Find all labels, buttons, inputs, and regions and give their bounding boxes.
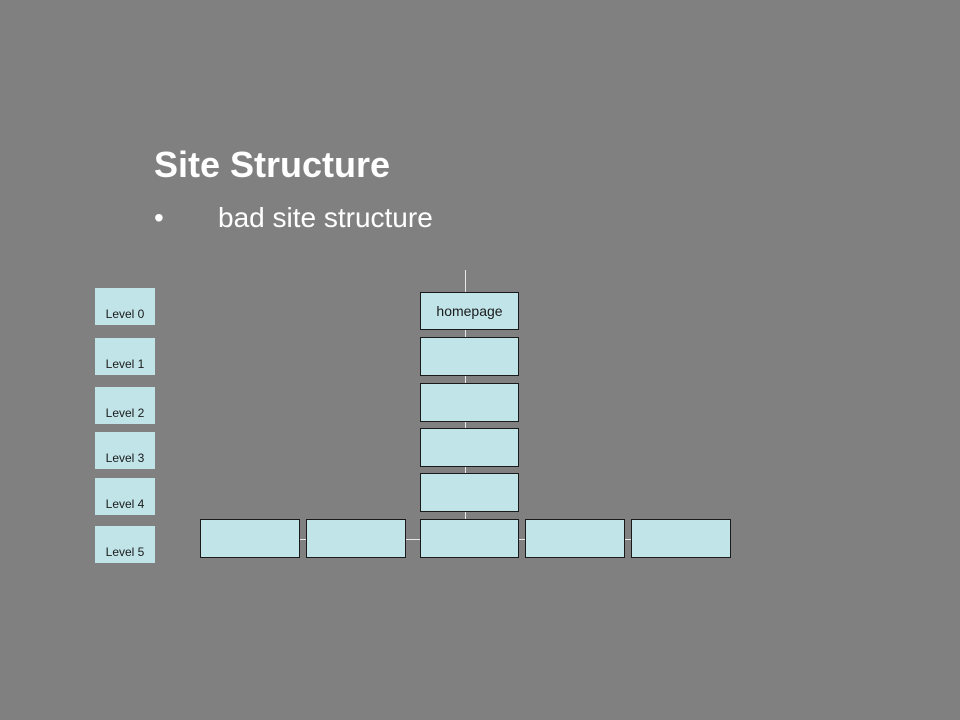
level-label-3: Level 3 (95, 432, 155, 469)
level-4-node (420, 473, 519, 512)
level-label-4: Level 4 (95, 478, 155, 515)
level-1-node (420, 337, 519, 376)
level-5-node-5 (631, 519, 731, 558)
bullet-text: bad site structure (218, 202, 433, 233)
level-5-node-1 (200, 519, 300, 558)
level-5-node-2 (306, 519, 406, 558)
homepage-label: homepage (436, 303, 503, 319)
level-2-node (420, 383, 519, 422)
homepage-node: homepage (420, 292, 519, 330)
level-3-node (420, 428, 519, 467)
level-label-5: Level 5 (95, 526, 155, 563)
level-5-node-4 (525, 519, 625, 558)
level-label-2: Level 2 (95, 387, 155, 424)
level-5-node-3 (420, 519, 519, 558)
bullet-marker: • (154, 202, 164, 233)
level-label-1: Level 1 (95, 338, 155, 375)
slide-title: Site Structure (154, 144, 391, 185)
level-label-0: Level 0 (95, 288, 155, 325)
